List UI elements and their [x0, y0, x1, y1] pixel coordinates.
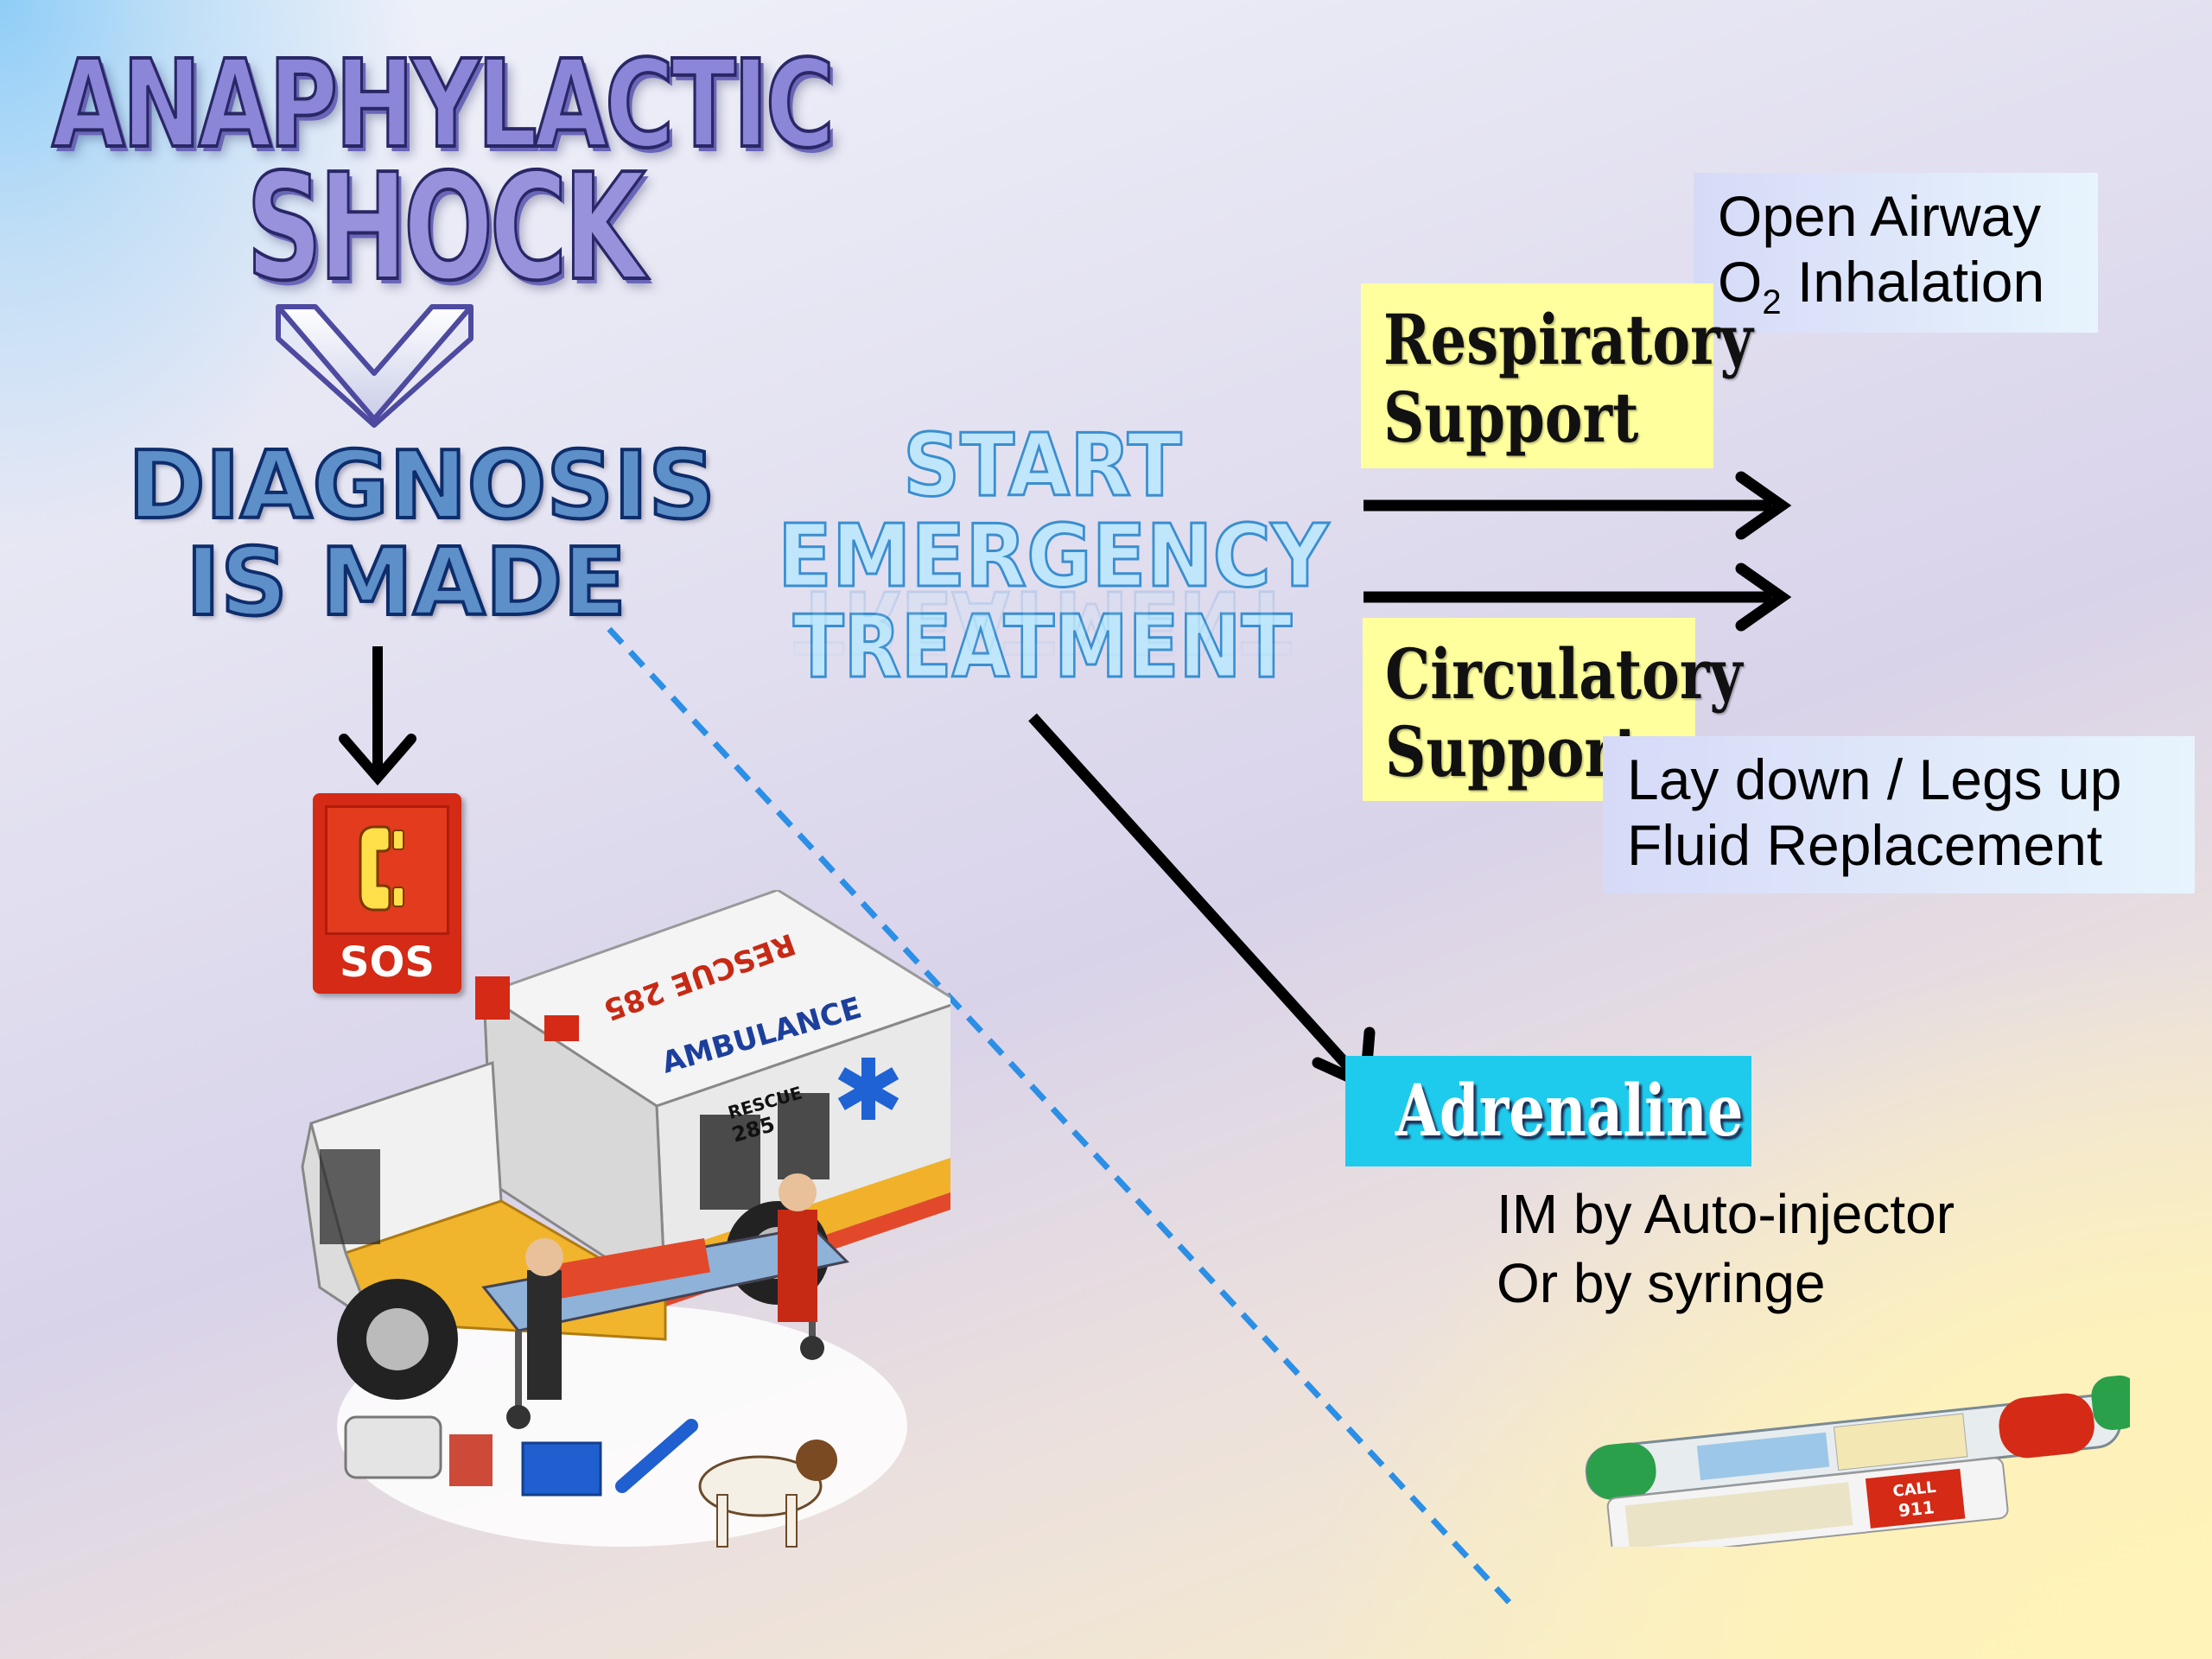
adrenaline-box: Adrenaline: [1345, 1056, 1751, 1166]
arrow-to-circulatory: [1363, 563, 1792, 632]
dashed-divider-line: [607, 626, 1515, 1608]
respiratory-support-box: Respiratory Support: [1361, 283, 1753, 468]
start-reflection: TREATMENT: [792, 570, 1294, 674]
phone-panel: [325, 805, 449, 935]
respiratory-label-line-2: Support: [1383, 377, 1639, 458]
respiratory-action-line-2: O2 Inhalation: [1718, 250, 2045, 322]
title-line-1: ANAPHYLACTIC: [50, 33, 836, 177]
adrenaline-route-line-2: Or by syringe: [1497, 1252, 1826, 1314]
injector-911-label: 911: [1897, 1497, 1936, 1521]
adrenaline-label: Adrenaline: [1395, 1070, 1744, 1153]
sos-label: SOS: [340, 938, 435, 987]
chevron-down-icon: [276, 304, 474, 428]
sos-phone-sign: SOS: [313, 793, 461, 994]
adrenaline-route-line-1: IM by Auto-injector: [1497, 1183, 1955, 1245]
auto-injector-illustration: CALL 911: [1585, 1375, 2130, 1547]
start-line-1: START: [902, 414, 1183, 518]
arrow-diagnosis-to-sos: [339, 646, 416, 786]
respiratory-action-line-1: Open Airway: [1718, 184, 2042, 248]
star-of-life-icon: [837, 1058, 899, 1120]
circulatory-action-box: Lay down / Legs up Fluid Replacement: [1603, 736, 2195, 893]
start-line-2: EMERGENCY: [777, 505, 1330, 608]
stretcher-scene: [344, 1173, 850, 1548]
arrow-to-adrenaline: [1028, 713, 1376, 1090]
respiratory-label-line-1: Respiratory: [1383, 299, 1753, 380]
circulatory-action-line-2: Fluid Replacement: [1627, 813, 2103, 877]
arrow-to-respiratory: [1363, 471, 1792, 540]
circulatory-action-line-1: Lay down / Legs up: [1627, 747, 2122, 811]
ambulance-illustration: AMBULANCE RESCUE 285 RESCUE 285: [301, 890, 950, 1548]
diagnosis-line-2: IS MADE: [184, 527, 628, 639]
circulatory-label-line-2: Support: [1385, 711, 1641, 792]
diagnosis-line-1: DIAGNOSIS: [126, 430, 717, 542]
circulatory-label-line-1: Circulatory: [1385, 633, 1743, 715]
ambulance-body: [301, 890, 950, 1400]
respiratory-action-box: Open Airway O2 Inhalation: [1694, 173, 2098, 333]
title-line-2: SHOCK: [245, 141, 647, 315]
injector-call-label: CALL: [1892, 1478, 1937, 1501]
start-line-3: TREATMENT: [792, 595, 1294, 699]
phone-handset-icon: [359, 825, 404, 912]
